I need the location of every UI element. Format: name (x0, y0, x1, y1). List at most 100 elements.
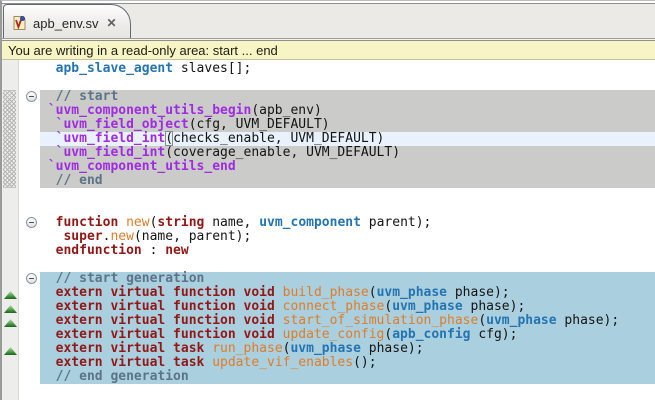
matched-bracket: ( (165, 131, 174, 146)
close-icon[interactable]: ✕ (106, 16, 117, 30)
code-line[interactable]: extern virtual function void start_of_si… (40, 314, 655, 328)
code-line[interactable] (40, 384, 655, 398)
code-token: (); (353, 355, 377, 370)
code-token: extern virtual task (55, 355, 205, 370)
code-token: parent); (360, 215, 432, 230)
code-token (118, 215, 126, 230)
code-line[interactable]: endfunction : new (40, 244, 655, 258)
code-token: connect_phase (282, 299, 385, 314)
folding-ruler[interactable] (19, 60, 40, 400)
code-line[interactable]: extern virtual task update_vif_enables()… (40, 356, 655, 370)
code-token: ( (478, 313, 487, 328)
code-token: run_phase (212, 341, 283, 356)
code-token: apb_slave_agent (55, 61, 174, 76)
tab-apb-env[interactable]: apb_env.sv ✕ (3, 4, 131, 41)
readonly-warning-text: You are writing in a read-only area: sta… (8, 42, 278, 58)
code-line[interactable]: super.new(name, parent); (40, 230, 655, 244)
override-marker-icon[interactable] (4, 347, 17, 355)
collapse-icon[interactable] (26, 273, 37, 284)
code-token (40, 215, 56, 230)
code-token: phase); (556, 313, 620, 328)
code-token (40, 313, 56, 328)
code-token (40, 285, 56, 300)
code-token: ( (368, 285, 377, 300)
code-token: cfg); (470, 327, 518, 342)
code-token (40, 229, 63, 244)
annotation-ruler[interactable] (2, 60, 19, 400)
code-token: (coverage_enable, UVM_DEFAULT) (165, 145, 401, 160)
code-token (40, 173, 56, 188)
override-marker-icon[interactable] (4, 305, 17, 313)
code-token: super (63, 229, 103, 244)
code-token: extern virtual function void (55, 313, 275, 328)
code-token: `uvm_component_utils_begin (47, 103, 252, 118)
code-token: (apb_env) (251, 103, 322, 118)
readonly-region-marker (3, 90, 16, 188)
code-token (40, 159, 48, 174)
code-token: phase); (447, 285, 510, 300)
code-line[interactable]: `uvm_field_int(coverage_enable, UVM_DEFA… (40, 146, 655, 160)
code-token: phase); (360, 341, 424, 356)
code-token: (name, parent); (133, 229, 252, 244)
code-token (40, 299, 56, 314)
code-token: . (102, 229, 111, 244)
code-line[interactable]: // start (40, 90, 655, 104)
code-line[interactable]: extern virtual function void connect_pha… (40, 300, 655, 314)
code-token (40, 131, 56, 146)
override-marker-icon[interactable] (4, 291, 17, 299)
code-token: `uvm_field_int (55, 145, 166, 160)
code-token: ( (282, 341, 291, 356)
code-line[interactable]: `uvm_field_object(cfg, UVM_DEFAULT) (40, 118, 655, 132)
code-token: uvm_phase (376, 285, 448, 300)
code-line[interactable]: // end (40, 174, 655, 188)
code-token: extern virtual function void (55, 285, 275, 300)
code-token (40, 341, 56, 356)
code-token: uvm_phase (290, 341, 361, 356)
code-token: apb_config (392, 327, 471, 342)
tab-bar: apb_env.sv ✕ (2, 3, 655, 41)
code-token: name, (204, 215, 260, 230)
collapse-icon[interactable] (26, 217, 37, 228)
code-token (275, 299, 283, 314)
code-token: // end generation (55, 369, 189, 384)
code-token: ( (384, 299, 393, 314)
code-token: `uvm_component_utils_end (47, 159, 236, 174)
code-token (40, 61, 56, 76)
code-line[interactable] (40, 202, 655, 216)
code-line[interactable] (40, 76, 655, 90)
sv-file-icon (12, 15, 27, 31)
code-token (40, 327, 56, 342)
code-line[interactable]: `uvm_component_utils_end (40, 160, 655, 174)
code-token: slaves[]; (173, 61, 252, 76)
code-token: new (165, 243, 189, 258)
code-token: `uvm_field_object (55, 117, 189, 132)
code-line[interactable]: extern virtual function void update_conf… (40, 328, 655, 342)
collapse-icon[interactable] (26, 91, 37, 102)
code-line[interactable]: apb_slave_agent slaves[]; (40, 62, 655, 76)
code-token (40, 117, 56, 132)
code-area[interactable]: apb_slave_agent slaves[]; // start `uvm_… (40, 60, 655, 400)
code-token (275, 313, 283, 328)
code-token (40, 355, 56, 370)
code-token: uvm_component (259, 215, 361, 230)
code-line[interactable] (40, 258, 655, 272)
code-token (40, 243, 56, 258)
code-token (275, 327, 283, 342)
code-line[interactable]: extern virtual task run_phase(uvm_phase … (40, 342, 655, 356)
code-line[interactable]: extern virtual function void build_phase… (40, 286, 655, 300)
code-token (40, 145, 56, 160)
code-token: ( (384, 327, 393, 342)
code-line[interactable]: `uvm_field_int(checks_enable, UVM_DEFAUL… (40, 131, 655, 146)
code-token: new (126, 215, 150, 230)
code-line[interactable]: function new(string name, uvm_component … (40, 216, 655, 230)
code-token: extern virtual task (55, 341, 205, 356)
code-line[interactable]: // start generation (40, 272, 655, 286)
code-line[interactable]: // end generation (40, 370, 655, 384)
code-line[interactable] (40, 188, 655, 202)
code-token: string (157, 215, 205, 230)
code-token: new (110, 229, 134, 244)
code-line[interactable]: `uvm_component_utils_begin(apb_env) (40, 104, 655, 118)
code-token (40, 89, 56, 104)
override-marker-icon[interactable] (4, 319, 17, 327)
code-token: extern virtual function void (55, 327, 275, 342)
